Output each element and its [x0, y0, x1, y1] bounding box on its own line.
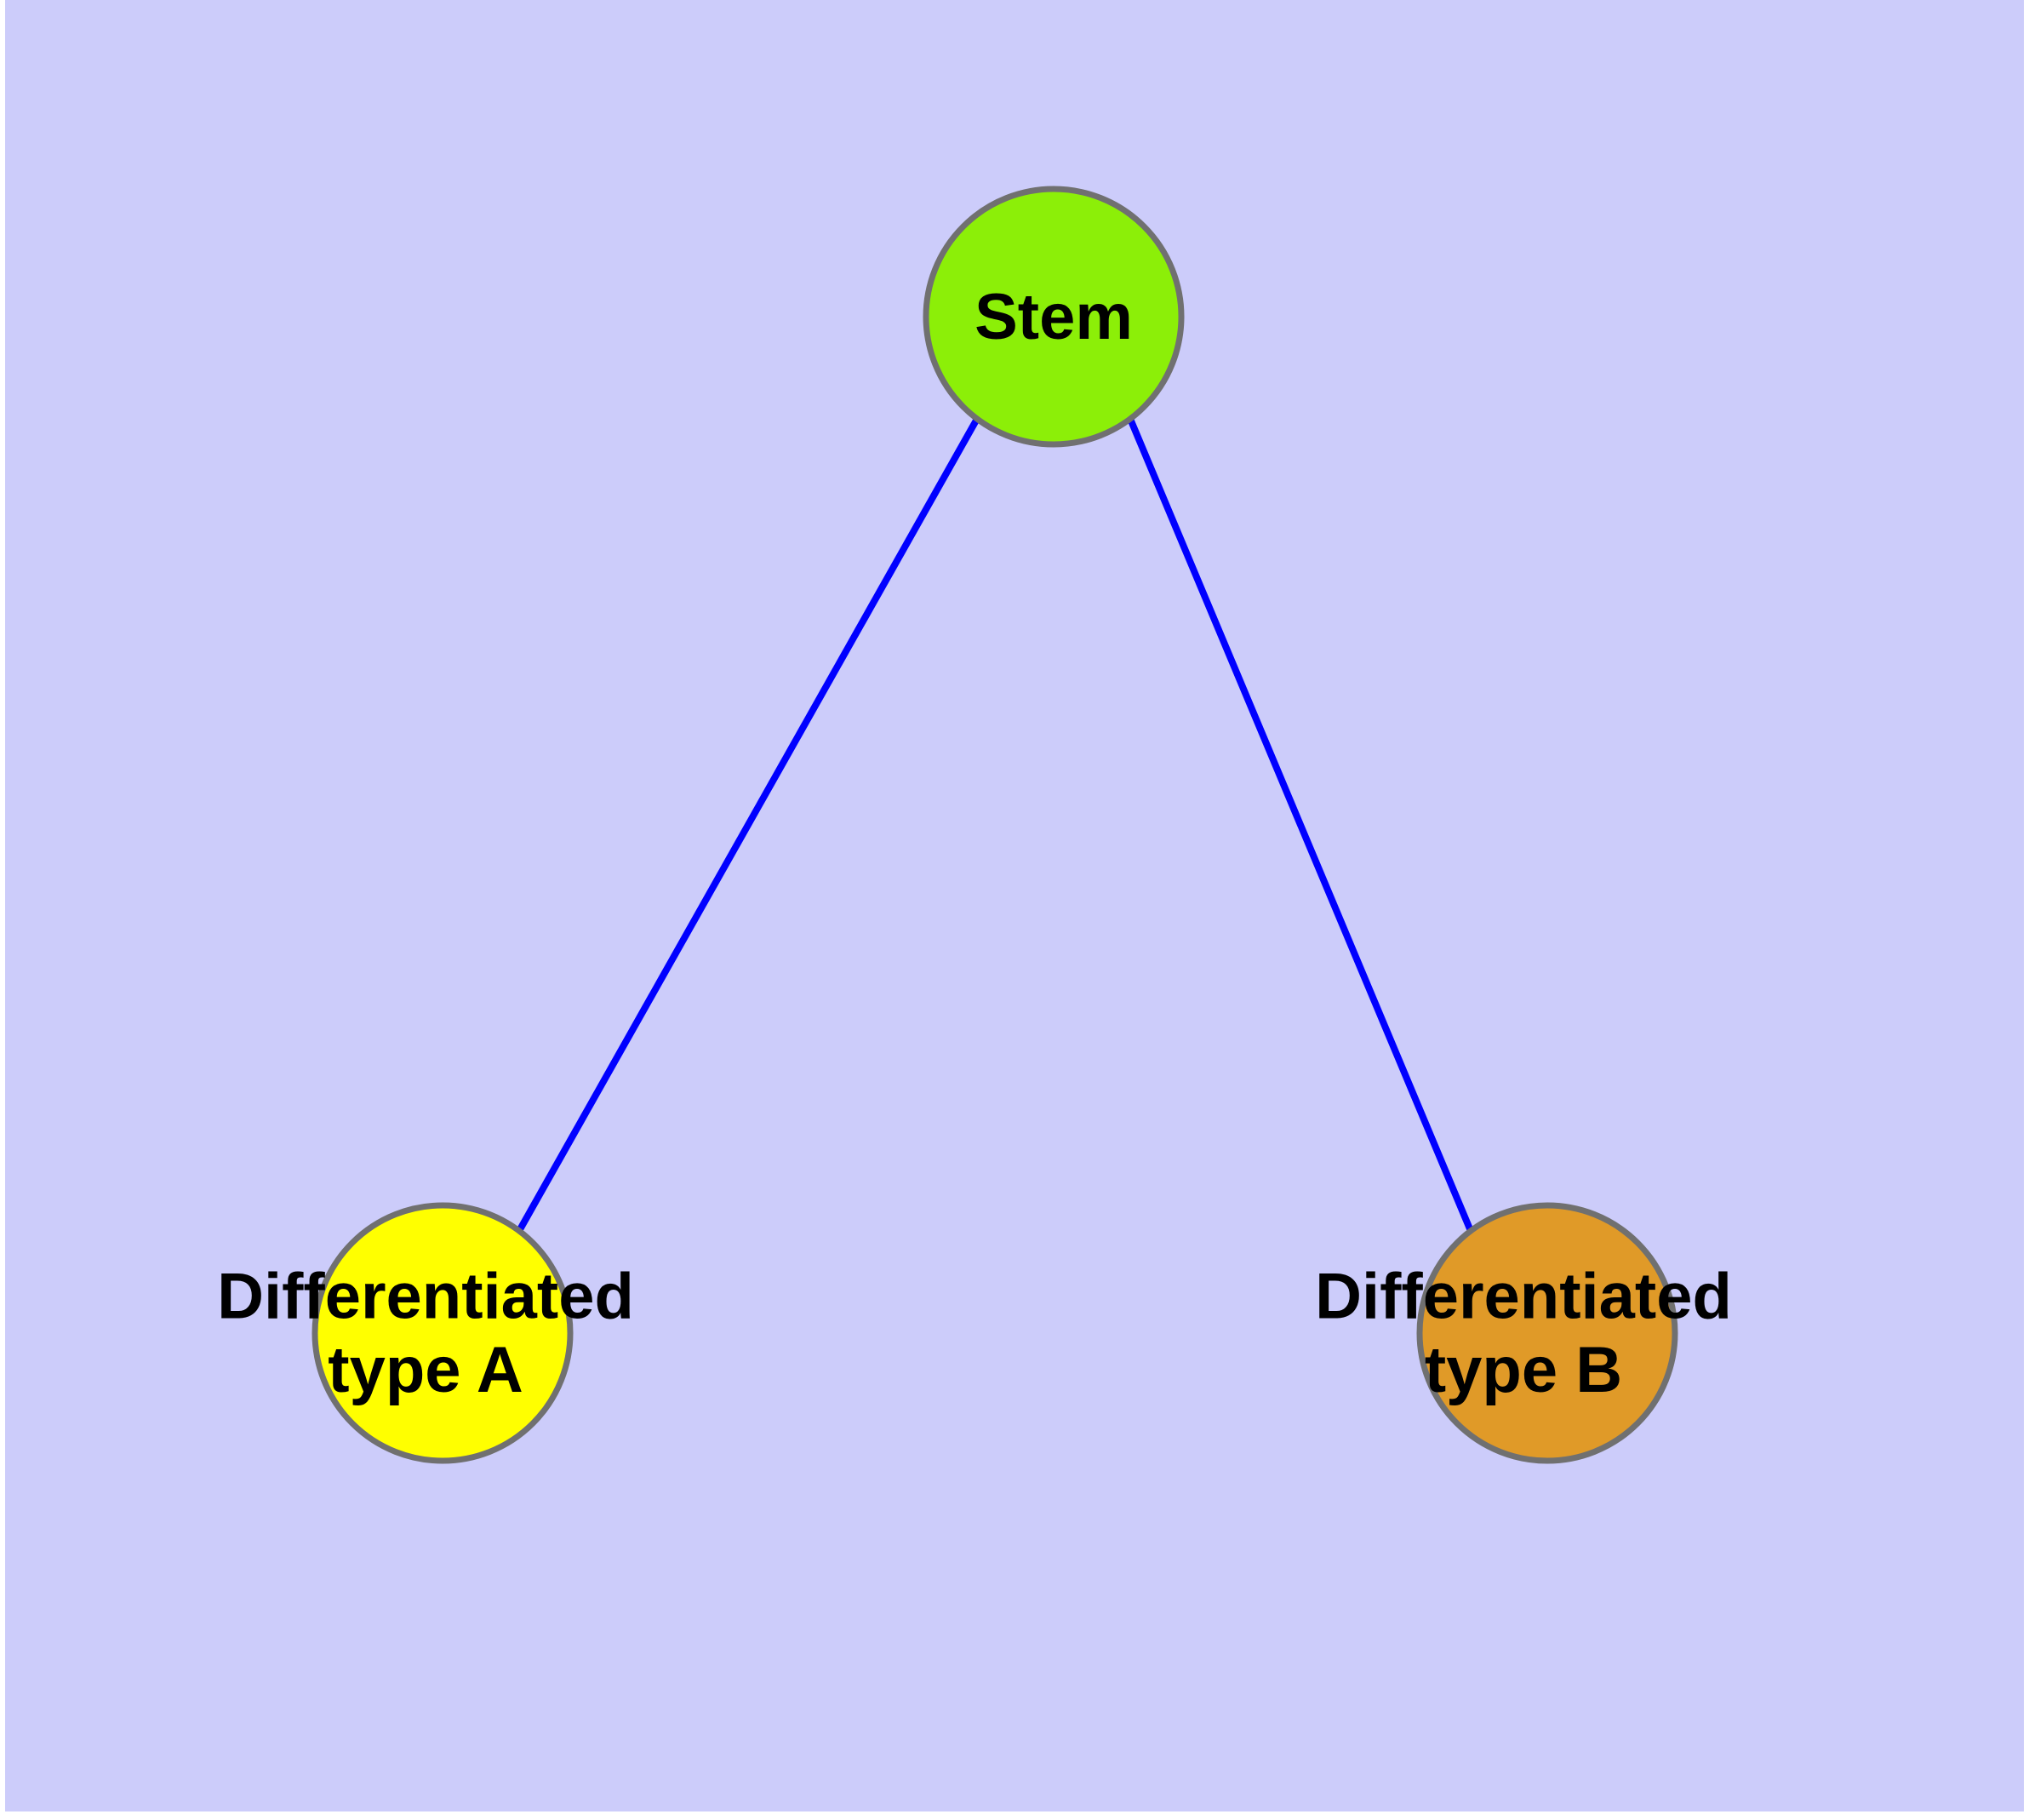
node-label-line: type A [328, 1334, 523, 1406]
node-label-line: type B [1425, 1334, 1622, 1406]
node-diff-b[interactable] [1416, 1202, 1678, 1464]
edge-stem-to-diff-a [516, 417, 980, 1233]
node-label-line: Differentiated [217, 1261, 634, 1333]
nodes-layer [311, 186, 1678, 1464]
node-stem[interactable] [923, 186, 1185, 448]
node-label-stem: Stem [974, 281, 1133, 353]
node-diff-a[interactable] [311, 1202, 574, 1464]
node-label-line: Stem [974, 281, 1133, 353]
node-label-line: Differentiated [1315, 1261, 1732, 1333]
edges-layer [516, 417, 1474, 1233]
edge-stem-to-diff-b [1127, 417, 1474, 1233]
